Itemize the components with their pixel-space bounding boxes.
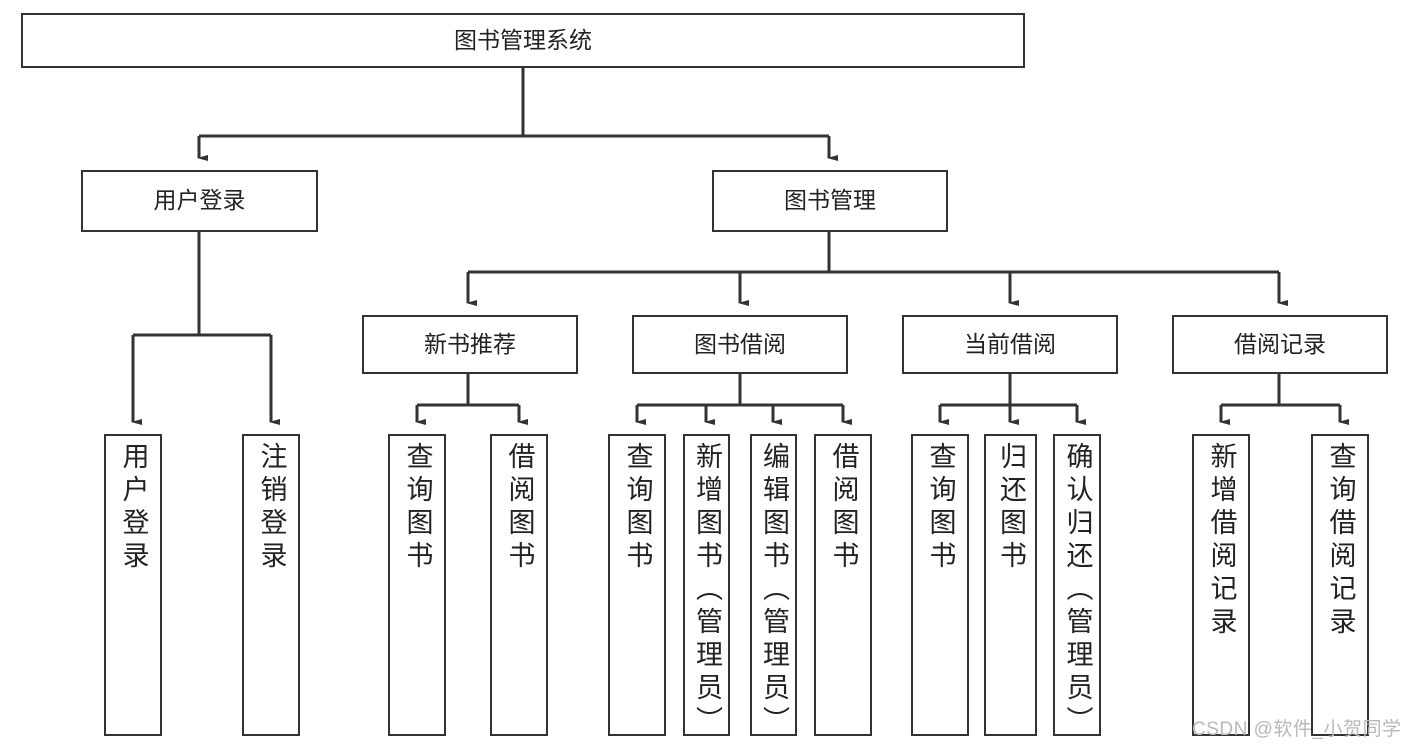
- node-leaf-add-record[interactable]: 新增借阅记录: [1192, 434, 1250, 736]
- node-user-login[interactable]: 用户登录: [81, 170, 318, 232]
- node-leaf-logout-label: 注销登录: [256, 442, 287, 574]
- node-leaf-confirm-return-label: 确认归还（管理员）: [1062, 442, 1093, 739]
- node-borrow-record-label: 借阅记录: [1234, 330, 1326, 357]
- node-book-management[interactable]: 图书管理: [712, 170, 948, 232]
- node-leaf-return-book[interactable]: 归还图书: [984, 434, 1037, 736]
- node-leaf-query-record[interactable]: 查询借阅记录: [1311, 434, 1369, 736]
- node-leaf-query-book-1[interactable]: 查询图书: [388, 434, 446, 736]
- node-leaf-edit-book[interactable]: 编辑图书（管理员）: [750, 434, 797, 739]
- node-new-book-recommend-label: 新书推荐: [424, 330, 516, 357]
- node-leaf-borrow-book-1-label: 借阅图书: [504, 442, 535, 574]
- node-leaf-query-book-3[interactable]: 查询图书: [911, 434, 969, 736]
- node-current-borrow[interactable]: 当前借阅: [902, 315, 1118, 374]
- node-leaf-borrow-book-1[interactable]: 借阅图书: [490, 434, 548, 736]
- node-leaf-query-book-3-label: 查询图书: [925, 442, 956, 574]
- node-user-login-label: 用户登录: [153, 187, 246, 214]
- node-book-borrow[interactable]: 图书借阅: [632, 315, 848, 374]
- node-leaf-add-book-label: 新增图书（管理员）: [692, 442, 722, 739]
- node-leaf-user-login-label: 用户登录: [118, 442, 149, 574]
- node-root[interactable]: 图书管理系统: [21, 13, 1025, 68]
- node-leaf-edit-book-label: 编辑图书（管理员）: [759, 442, 789, 739]
- node-leaf-add-record-label: 新增借阅记录: [1206, 442, 1237, 640]
- node-current-borrow-label: 当前借阅: [964, 330, 1056, 357]
- node-leaf-user-login[interactable]: 用户登录: [104, 434, 162, 736]
- node-leaf-query-record-label: 查询借阅记录: [1325, 442, 1356, 640]
- node-leaf-borrow-book-2[interactable]: 借阅图书: [814, 434, 872, 736]
- node-leaf-borrow-book-2-label: 借阅图书: [828, 442, 859, 574]
- node-book-borrow-label: 图书借阅: [694, 330, 786, 357]
- node-leaf-query-book-1-label: 查询图书: [402, 442, 433, 574]
- node-borrow-record[interactable]: 借阅记录: [1172, 315, 1388, 374]
- node-leaf-confirm-return[interactable]: 确认归还（管理员）: [1053, 434, 1101, 739]
- node-leaf-query-book-2-label: 查询图书: [622, 442, 653, 574]
- node-new-book-recommend[interactable]: 新书推荐: [362, 315, 578, 374]
- node-book-management-label: 图书管理: [784, 187, 876, 214]
- node-leaf-query-book-2[interactable]: 查询图书: [608, 434, 666, 736]
- node-leaf-logout[interactable]: 注销登录: [242, 434, 300, 736]
- node-leaf-add-book[interactable]: 新增图书（管理员）: [683, 434, 730, 739]
- node-leaf-return-book-label: 归还图书: [996, 442, 1026, 574]
- csdn-watermark: CSDN @软件_小贺同学: [1192, 719, 1402, 740]
- node-root-label: 图书管理系统: [454, 26, 592, 53]
